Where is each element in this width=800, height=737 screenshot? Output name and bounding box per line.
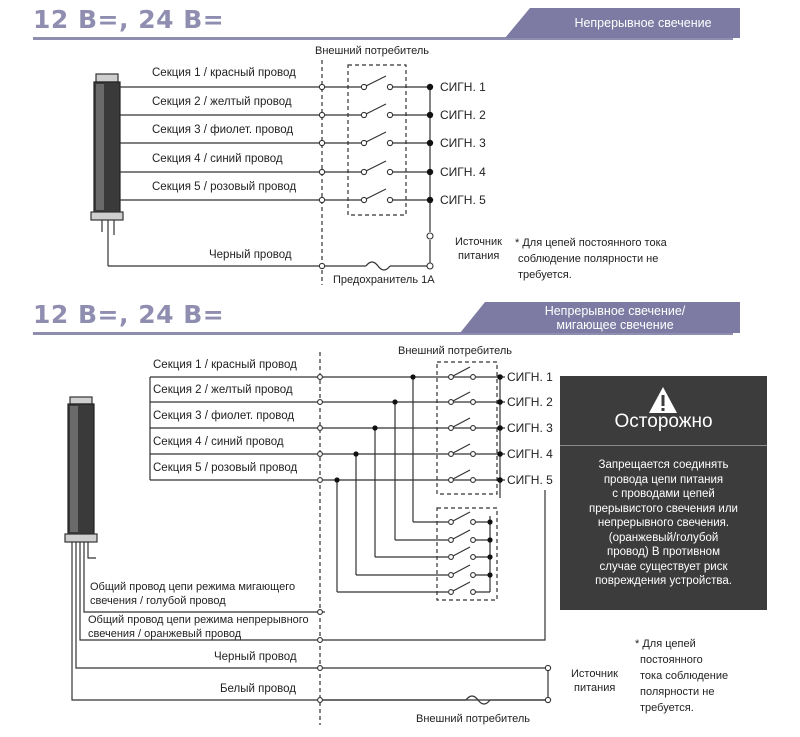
section1-fuse-label: Предохранитель 1А (333, 274, 435, 286)
section2-consumer-label: Внешний потребитель (398, 345, 513, 357)
section1-note-line-2: соблюдение полярности не (518, 253, 659, 265)
caution-text-4: прерывистого свечения или (589, 502, 738, 515)
warning-icon (649, 387, 677, 413)
section2-bottom-consumer: Внешний потребитель (416, 713, 531, 725)
section1-black-wire: Черный провод (209, 249, 292, 261)
section1-signal-1: СИГН. 1 (440, 80, 486, 94)
section2-note-line-4: полярности не (640, 686, 715, 698)
section1-wire-5: Секция 5 / розовый провод (152, 181, 297, 193)
section2-title: 12 В=, 24 В= (33, 300, 225, 329)
section2-common-blink-2: свечения / голубой провод (90, 595, 226, 607)
caution-text-2: провода цепи питания (603, 473, 724, 486)
section1-wire-1: Секция 1 / красный провод (152, 67, 296, 79)
section2-wire-1: Секция 1 / красный провод (153, 359, 297, 371)
caution-text-8: случае существует риск (599, 560, 728, 573)
section2-note-line-2: постоянного (640, 654, 703, 666)
section1-source-label-2: питания (458, 250, 500, 262)
section2-note-line-3: тока соблюдение (640, 670, 729, 682)
section2-black-wire: Черный провод (214, 651, 297, 663)
section2-note-line-1: * Для цепей (635, 638, 696, 650)
section1-signal-2: СИГН. 2 (440, 108, 486, 122)
section1-source-label-1: Источник (455, 236, 502, 248)
section2-wire-4: Секция 4 / синий провод (153, 436, 284, 448)
section1-signal-5: СИГН. 5 (440, 193, 486, 207)
section2-banner-line1: Непрерывное свечение/ (544, 304, 686, 318)
caution-header: Осторожно (560, 376, 767, 446)
caution-title: Осторожно (614, 411, 713, 432)
section2-wire-2: Секция 2 / желтый провод (153, 384, 293, 396)
section2-source-label-2: питания (574, 682, 616, 694)
caution-text-1: Запрещается соединять (598, 459, 729, 471)
section2-header-line (33, 332, 733, 335)
section2-source-label-1: Источник (571, 668, 618, 680)
section2-white-wire: Белый провод (220, 683, 297, 695)
caution-text-9: повреждения устройства. (595, 575, 732, 587)
caution-text-3: с проводами цепей (612, 488, 715, 500)
caution-panel: Осторожно Запрещается соединять провода … (560, 376, 767, 610)
section1-title: 12 В=, 24 В= (33, 5, 225, 34)
section2-note-line-5: требуется. (640, 702, 694, 714)
section1-note-line-1: * Для цепей постоянного тока (515, 237, 667, 249)
section1-banner: Непрерывное свечение (574, 16, 712, 30)
section2-wire-3: Секция 3 / фиолет. провод (153, 410, 295, 422)
section2-banner-line2: мигающее свечение (556, 318, 674, 332)
section2-common-steady-1: Общий провод цепи режима непрерывного (88, 614, 309, 626)
section1-header-line (33, 37, 733, 40)
caution-text-5: непрерывного свечения. (597, 517, 730, 529)
section1-signal-4: СИГН. 4 (440, 165, 486, 179)
section2-signal-5: СИГН. 5 (507, 473, 553, 487)
section2-wire-5: Секция 5 / розовый провод (153, 462, 298, 474)
section2-signal-2: СИГН. 2 (507, 395, 553, 409)
section2-signal-3: СИГН. 3 (507, 421, 553, 435)
section1-wire-4: Секция 4 / синий провод (152, 153, 283, 165)
caution-text-6: (оранжевый/голубой (608, 531, 719, 544)
section2-signal-4: СИГН. 4 (507, 447, 553, 461)
section2-signal-1: СИГН. 1 (507, 370, 553, 384)
section1-wire-3: Секция 3 / фиолет. провод (152, 124, 294, 136)
caution-text-7: провод) В противном (607, 546, 720, 558)
section2-common-steady-2: свечения / оранжевый провод (88, 628, 242, 640)
section1-consumer-label: Внешний потребитель (315, 45, 430, 57)
section1-wire-2: Секция 2 / желтый провод (152, 96, 292, 108)
section2-common-blink-1: Общий провод цепи режима мигающего (90, 581, 296, 593)
section1-note-line-3: требуется. (518, 269, 572, 281)
section1-signal-3: СИГН. 3 (440, 136, 486, 150)
